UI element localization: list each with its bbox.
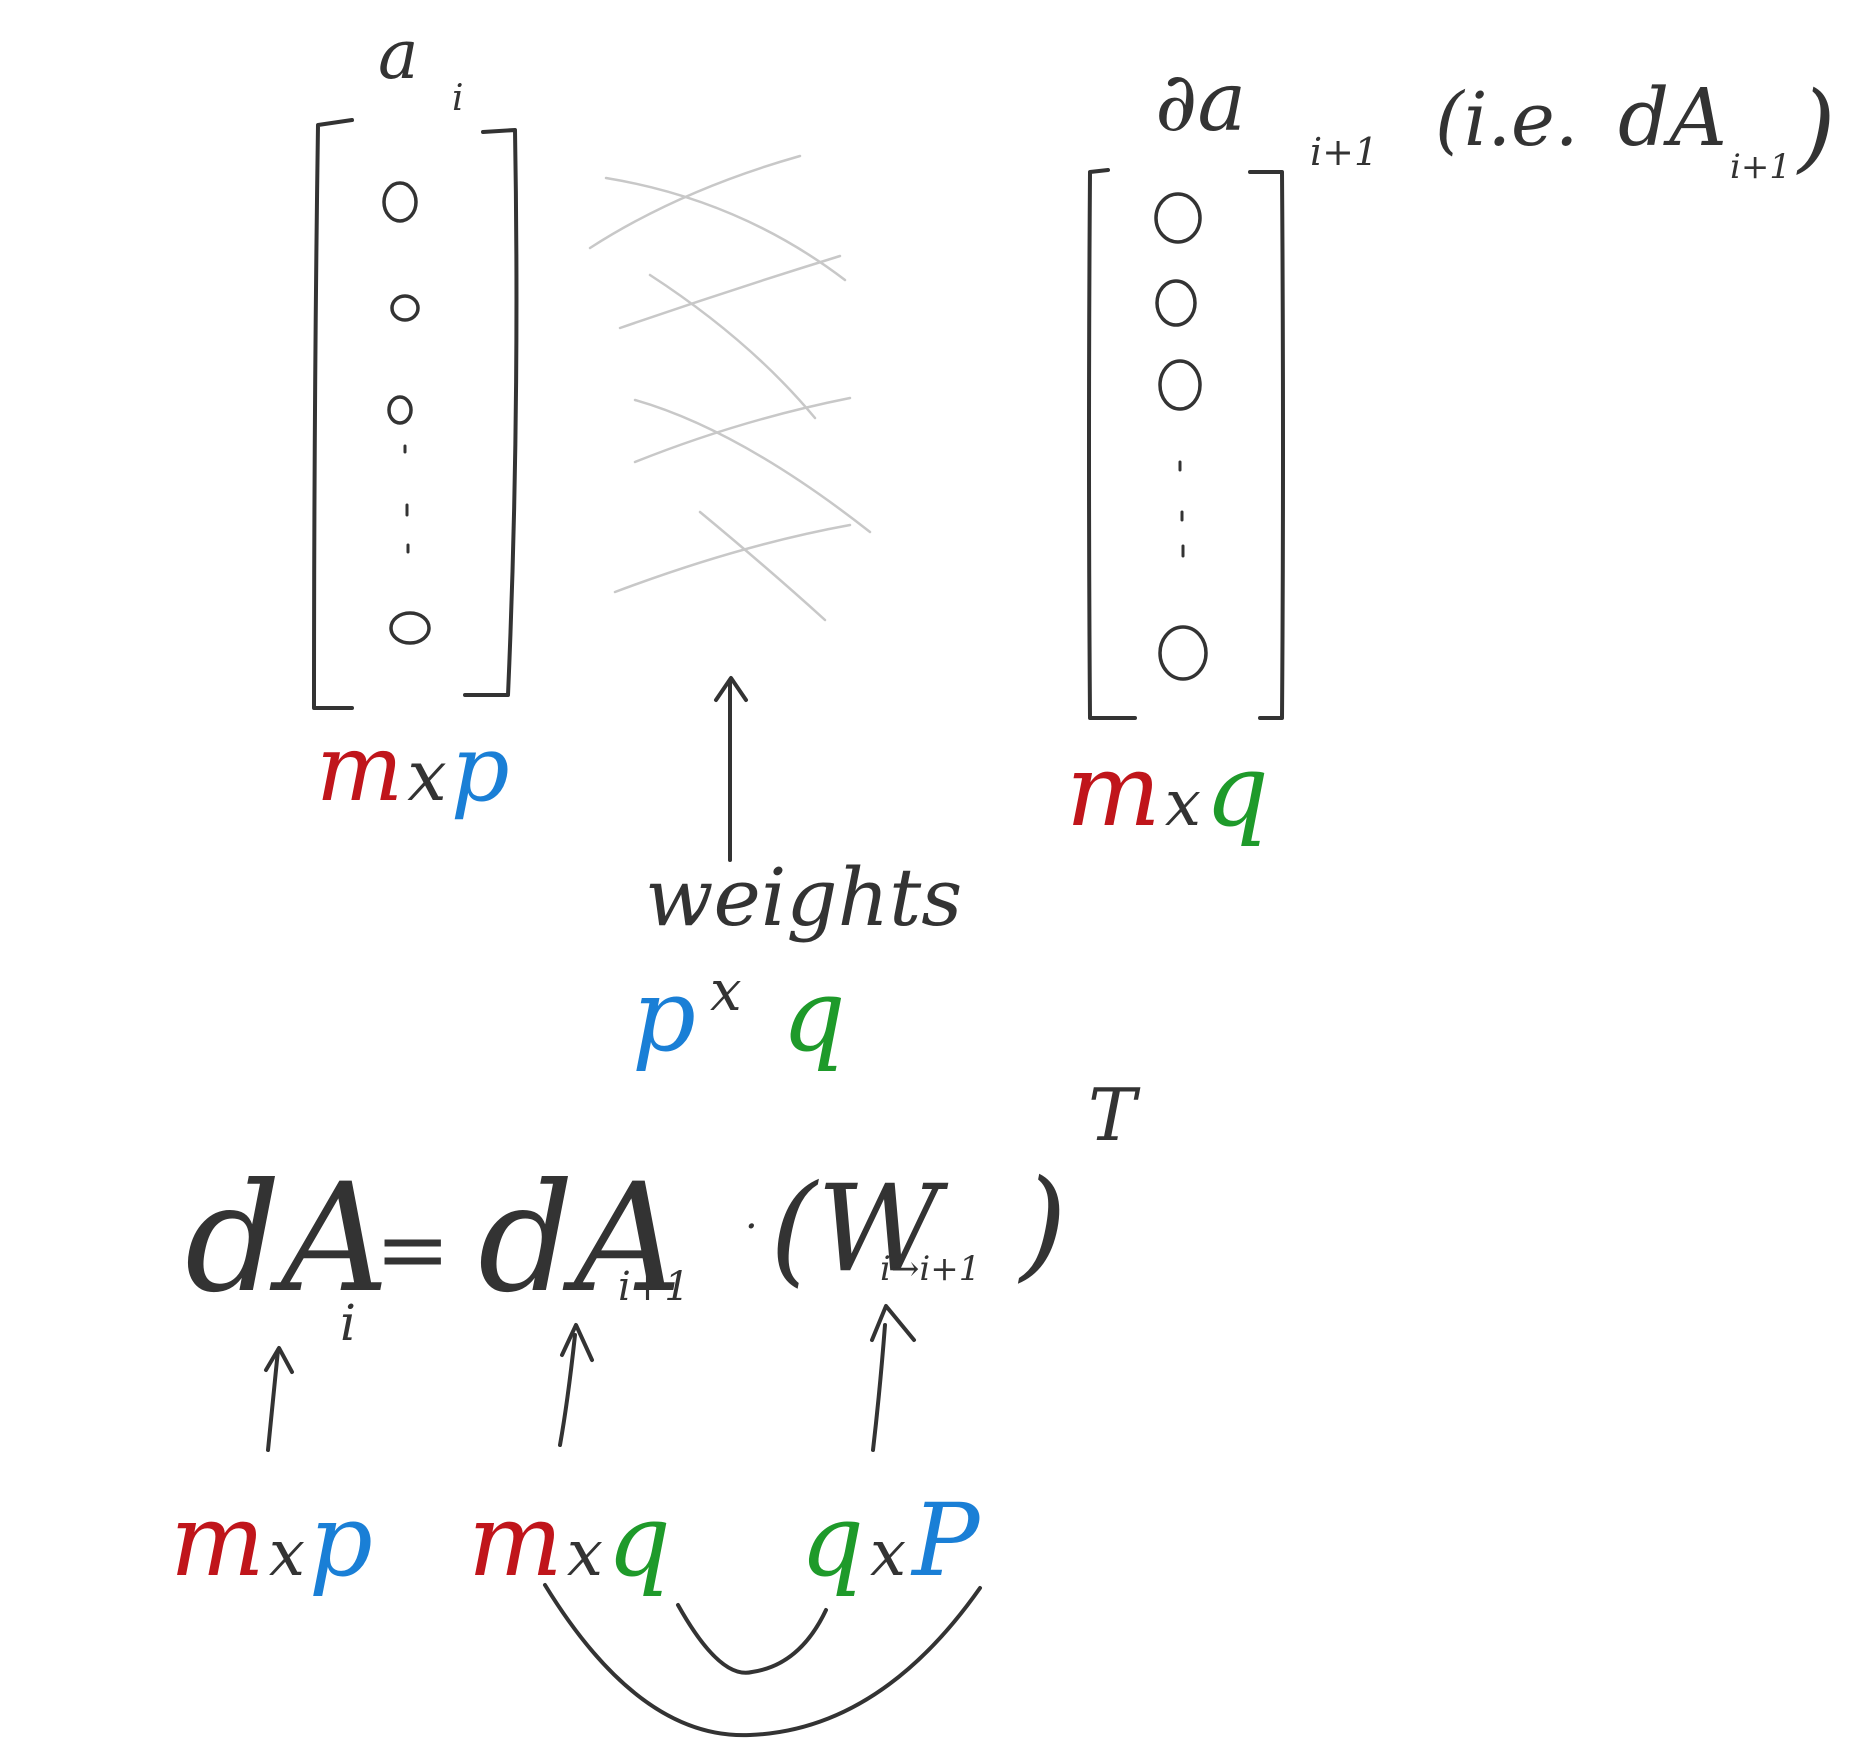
dims-a-i: mxp	[316, 715, 510, 822]
eq-rhs2-close: )	[1017, 1155, 1067, 1294]
dim-times: x	[407, 735, 446, 817]
dims-eq-rhs2: qxP	[800, 1482, 981, 1599]
vector-da-subscript: i+1	[1310, 130, 1378, 174]
weight-line	[633, 396, 852, 464]
arc-outer	[543, 1583, 982, 1738]
arrow-rhs2-head	[870, 1304, 916, 1342]
dims-eq-lhs: mxp	[170, 1482, 373, 1599]
eq-rhs1-subscript: i+1	[618, 1264, 690, 1310]
node	[387, 395, 413, 425]
note-subscript: i+1	[1730, 147, 1791, 187]
vector-da-i1: ∂a i+1 (i.e. dA i+1 )	[1087, 55, 1835, 720]
dim-q: q	[800, 1482, 864, 1599]
node	[1155, 279, 1197, 327]
dim-P: P	[910, 1482, 981, 1599]
eq-rhs2-subscript: i→i+1	[880, 1249, 980, 1289]
eq-dot: ·	[745, 1204, 758, 1250]
node	[382, 181, 418, 223]
weights-arrow	[714, 676, 748, 862]
arrow-lhs	[266, 1348, 280, 1452]
dim-p: p	[309, 1482, 373, 1599]
arrow-rhs1	[558, 1333, 577, 1447]
dim-times: x	[1165, 767, 1201, 841]
eq-transpose: T	[1088, 1073, 1141, 1157]
backprop-equation: dA i = dA i+1 · (W i→i+1 ) T	[185, 1073, 1141, 1352]
eq-equals: =	[375, 1197, 450, 1302]
eq-lhs-subscript: i	[340, 1294, 356, 1352]
vector-da-label: ∂a	[1155, 55, 1246, 150]
dim-p: p	[451, 715, 510, 822]
vector-a-label: a	[378, 16, 419, 95]
weight-connections	[588, 154, 872, 622]
dim-q: q	[607, 1482, 671, 1599]
dim-q: q	[782, 957, 846, 1074]
weight-line	[613, 523, 852, 594]
right-bracket-close	[1248, 170, 1285, 720]
weights-label: weights	[645, 851, 962, 944]
arc-inner-q	[676, 1603, 828, 1675]
weight-line	[618, 254, 842, 330]
dim-m: m	[468, 1482, 563, 1599]
weight-line	[648, 273, 817, 420]
vector-a-i: a i	[312, 16, 519, 710]
dimension-match-arcs	[543, 1583, 982, 1738]
weight-line	[633, 398, 872, 534]
dim-times: x	[710, 959, 742, 1024]
dims-da-i1: mxq	[1066, 732, 1269, 849]
dim-q: q	[1205, 732, 1269, 849]
eq-rhs1: dA	[478, 1152, 682, 1326]
dims-eq-rhs1: mxq	[468, 1482, 671, 1599]
eq-lhs: dA	[185, 1152, 389, 1326]
weight-line	[698, 510, 827, 622]
left-bracket-open	[312, 118, 354, 710]
node	[1154, 192, 1202, 244]
arrow-lhs-head	[264, 1346, 294, 1374]
weight-line	[588, 154, 802, 250]
dim-m: m	[1066, 732, 1161, 849]
weight-line	[604, 176, 847, 282]
note-main: dA	[1618, 71, 1727, 164]
node	[390, 294, 420, 322]
dim-times: x	[269, 1517, 305, 1591]
note-open: (i.e.	[1435, 77, 1578, 163]
equation-arrows	[264, 1304, 916, 1452]
left-bracket-close	[463, 128, 519, 697]
dim-times: x	[567, 1517, 603, 1591]
arrow-rhs2	[871, 1323, 887, 1452]
arrow-head	[714, 676, 748, 702]
node	[1158, 359, 1202, 411]
node	[1158, 625, 1208, 681]
node	[389, 611, 431, 645]
vector-a-subscript: i	[452, 78, 464, 119]
dim-p: p	[632, 957, 696, 1074]
eq-rhs2: (W	[770, 1160, 949, 1299]
arrow-rhs1-head	[560, 1323, 594, 1362]
note-close: )	[1796, 71, 1835, 183]
dim-m: m	[316, 715, 403, 822]
right-bracket-open	[1087, 168, 1137, 720]
dim-m: m	[170, 1482, 265, 1599]
dim-times: x	[870, 1517, 906, 1591]
